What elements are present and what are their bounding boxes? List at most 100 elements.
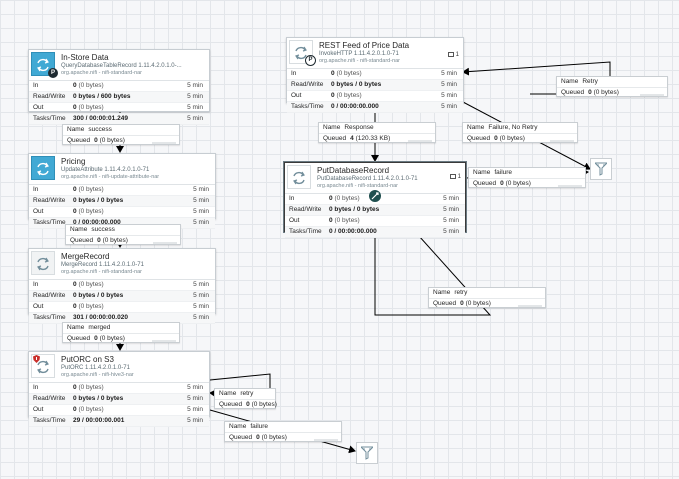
funnel-right[interactable]: [590, 158, 612, 180]
stat-window: 5 min: [443, 217, 459, 224]
stat-value: 0: [73, 208, 77, 215]
stat-detail: (0 bytes): [78, 281, 104, 288]
processor-pricing[interactable]: Pricing UpdateAttribute 1.11.4.2.0.1.0-7…: [28, 153, 216, 229]
queued-count: 0: [94, 137, 98, 144]
stat-value: 301 / 00:00:00.020: [73, 314, 128, 321]
connection-name: Response: [344, 124, 374, 131]
stat-window: 5 min: [193, 186, 209, 193]
queued-size: (0 bytes): [102, 237, 128, 244]
stat-detail: (0 bytes): [334, 217, 360, 224]
stat-label: Tasks/Time: [289, 228, 322, 235]
stat-value: 0: [73, 104, 77, 111]
queued-count: 0: [94, 335, 98, 342]
processor-type: InvokeHTTP 1.11.4.2.0.1.0-71: [319, 51, 399, 57]
stat-label: Tasks/Time: [33, 115, 66, 122]
label-key: Name: [473, 169, 491, 176]
label-key: Queued: [70, 237, 94, 244]
connection-name: retry: [240, 390, 254, 397]
stat-label: Out: [289, 217, 300, 224]
label-key: Queued: [67, 137, 91, 144]
stat-window: 5 min: [441, 81, 457, 88]
label-key: Queued: [473, 180, 497, 187]
funnel-icon: [595, 162, 607, 176]
queue-bar: [558, 185, 582, 187]
stat-detail: (0 bytes): [336, 92, 362, 99]
queue-bar: [640, 94, 664, 96]
stat-detail: (0 bytes): [78, 186, 104, 193]
stat-detail: (0 bytes): [78, 104, 104, 111]
active-tasks-indicator: 1: [449, 174, 461, 180]
stat-label: Read/Write: [33, 197, 66, 204]
stat-value: 0 / 00:00:00.000: [73, 219, 121, 226]
stat-value: 0: [73, 406, 77, 413]
label-key: Name: [67, 126, 85, 133]
processor-icon: P: [31, 52, 58, 78]
stat-window: 5 min: [193, 281, 209, 288]
funnel-bottom[interactable]: [356, 442, 378, 464]
processor-icon: P: [289, 40, 316, 66]
label-key: Name: [70, 226, 88, 233]
processor-instore-data[interactable]: P In-Store Data QueryDatabaseTableRecord…: [28, 49, 210, 125]
processor-bundle: org.apache.nifi - nifi-standard-nar: [319, 58, 401, 64]
stat-window: 5 min: [443, 228, 459, 235]
stat-window: 5 min: [193, 314, 209, 321]
label-key: Queued: [229, 434, 253, 441]
stat-label: Tasks/Time: [33, 219, 66, 226]
stat-detail: (0 bytes): [78, 384, 104, 391]
stat-window: 5 min: [193, 303, 209, 310]
processor-putorc-s3[interactable]: PutORC on S3 PutORC 1.11.4.2.0.1.0-71 or…: [28, 351, 210, 427]
stat-value: 0: [73, 281, 77, 288]
stat-value: 0: [73, 186, 77, 193]
processor-icon: [31, 251, 55, 275]
processor-putdatabaserecord[interactable]: PutDatabaseRecord PutDatabaseRecord 1.11…: [284, 162, 466, 238]
stat-window: 5 min: [443, 206, 459, 213]
stat-value: 0: [73, 303, 77, 310]
label-key: Name: [67, 324, 85, 331]
processor-name: PutORC on S3: [61, 355, 114, 364]
label-key: Queued: [67, 335, 91, 342]
stat-label: In: [33, 82, 39, 89]
funnel-icon: [361, 446, 373, 460]
stat-label: Tasks/Time: [291, 103, 324, 110]
connection-putdb-retry-loop[interactable]: [374, 225, 492, 316]
connection-name: retry: [454, 289, 468, 296]
stat-window: 5 min: [187, 395, 203, 402]
connection-name: failure: [250, 423, 269, 430]
queue-bar: [314, 439, 338, 441]
processor-mergerecord[interactable]: MergeRecord MergeRecord 1.11.4.2.0.1.0-7…: [28, 248, 216, 324]
queued-size: (0 bytes): [593, 89, 619, 96]
processor-rest-feed[interactable]: P REST Feed of Price Data InvokeHTTP 1.1…: [286, 37, 464, 113]
stat-label: In: [33, 281, 39, 288]
stat-value: 0 bytes / 0 bytes: [73, 395, 124, 402]
stat-value: 0 / 00:00:00.000: [329, 228, 377, 235]
stat-value: 300 / 00:00:01.249: [73, 115, 128, 122]
queued-size: (0 bytes): [99, 335, 125, 342]
stat-window: 5 min: [187, 115, 203, 122]
label-key: Queued: [219, 401, 243, 408]
disabled-shield-icon: [33, 355, 40, 365]
label-key: Name: [219, 390, 237, 397]
stat-label: Read/Write: [291, 81, 324, 88]
queued-count: 0: [246, 401, 250, 408]
processor-name: In-Store Data: [61, 53, 109, 62]
stat-label: Read/Write: [289, 206, 322, 213]
active-tasks-indicator: 1: [447, 52, 459, 58]
stat-window: 5 min: [193, 197, 209, 204]
label-key: Name: [323, 124, 341, 131]
queue-bar: [152, 142, 176, 144]
stat-detail: (0 bytes): [78, 303, 104, 310]
stat-detail: (0 bytes): [334, 195, 360, 202]
stat-value: 0: [331, 92, 335, 99]
label-key: Name: [229, 423, 247, 430]
